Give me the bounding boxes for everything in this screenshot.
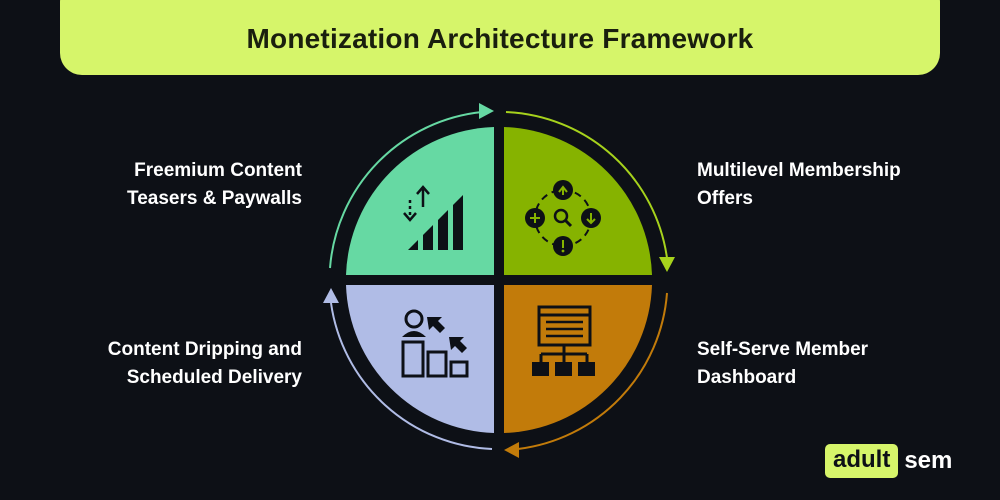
label-multilevel-membership: Multilevel Membership Offers: [697, 157, 901, 213]
label-line: Freemium Content: [134, 160, 302, 181]
arrowhead-top-right: [659, 257, 675, 272]
label-line: Content Dripping and: [107, 339, 302, 360]
label-line: Offers: [697, 188, 753, 209]
arrowhead-top-left: [479, 103, 494, 119]
label-line: Multilevel Membership: [697, 160, 901, 181]
logo-part-adult: adult: [825, 444, 899, 478]
hierarchy-window-icon: [532, 305, 595, 376]
arrowhead-bottom-left: [323, 288, 339, 303]
growth-bars-icon: [403, 185, 463, 250]
title-banner: Monetization Architecture Framework: [60, 0, 940, 75]
arrow-top-right: [505, 111, 668, 259]
label-line: Teasers & Paywalls: [127, 188, 302, 209]
user-progress-icon: [401, 309, 469, 378]
quadrant-bottom-right: [504, 285, 652, 433]
logo-part-sem: sem: [904, 447, 953, 474]
arrow-top-left: [329, 111, 483, 269]
label-line: Dashboard: [697, 367, 797, 388]
search-hub-icon: [525, 180, 601, 256]
label-line: Scheduled Delivery: [126, 367, 302, 388]
label-content-dripping: Content Dripping and Scheduled Delivery: [108, 336, 302, 392]
page-title: Monetization Architecture Framework: [246, 23, 754, 54]
label-self-serve-dashboard: Self-Serve Member Dashboard: [697, 336, 868, 392]
quadrant-top-right: [504, 127, 652, 275]
label-freemium-content: Freemium Content Teasers & Paywalls: [127, 157, 302, 213]
arrow-bottom-right: [517, 292, 668, 450]
brand-logo: adult sem: [825, 443, 952, 479]
quadrant-top-left: [346, 127, 494, 275]
arrow-bottom-left: [330, 302, 493, 450]
quadrant-bottom-left: [346, 285, 494, 433]
label-line: Self-Serve Member: [697, 339, 869, 360]
arrowhead-bottom-right: [504, 442, 519, 458]
